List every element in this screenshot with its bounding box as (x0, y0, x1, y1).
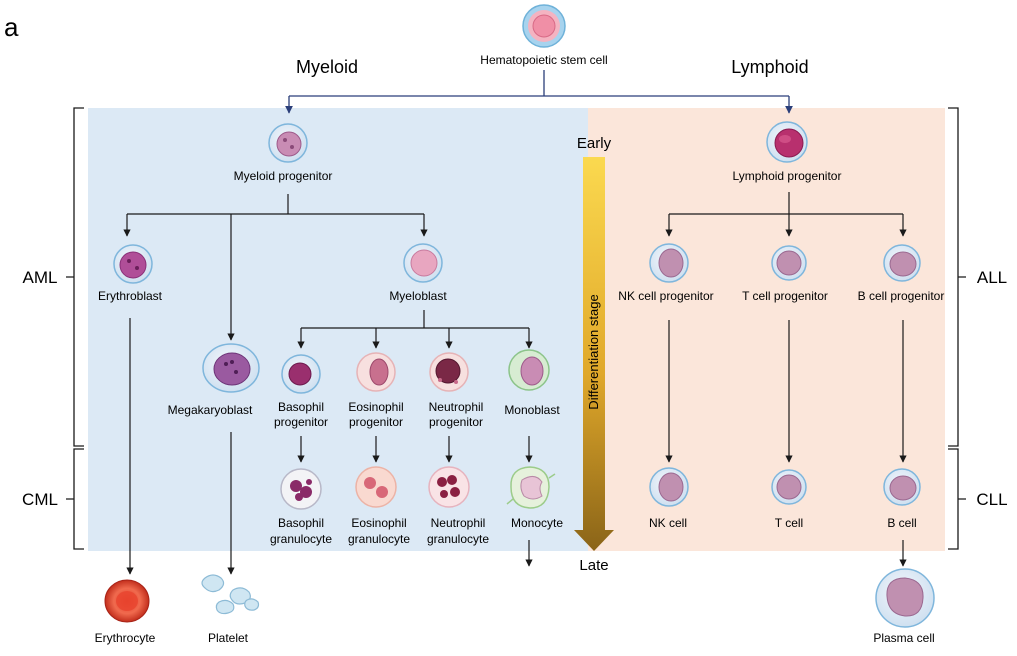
platelet-icon (201, 574, 260, 615)
lymphoid-header: Lymphoid (731, 57, 808, 77)
neutrophil-granulocyte-icon (428, 466, 470, 508)
stage-late-label: Late (579, 557, 608, 574)
monocyte-icon (506, 466, 556, 509)
basophil-granulocyte-icon (280, 468, 322, 510)
erythrocyte-icon (104, 579, 150, 623)
aml-label: AML (23, 268, 58, 287)
myeloid-header: Myeloid (296, 57, 358, 77)
erythroblast-icon (113, 244, 153, 284)
neutrophil-progenitor-label-2: progenitor (429, 415, 483, 429)
eosinophil-granulocyte-icon (355, 466, 397, 508)
cll-label: CLL (976, 490, 1007, 509)
b-cell-progenitor-label: B cell progenitor (858, 289, 945, 303)
myeloblast-icon (403, 243, 443, 283)
myeloid-connectors (123, 194, 533, 575)
eosinophil-progenitor-label-1: Eosinophil (348, 400, 403, 414)
cll-bracket (948, 448, 966, 550)
nk-cell-progenitor-label: NK cell progenitor (618, 289, 713, 303)
lymphoid-progenitor-label: Lymphoid progenitor (733, 169, 842, 183)
stem-cell-label: Hematopoietic stem cell (480, 53, 607, 67)
differentiation-stage-label: Differentiation stage (586, 294, 601, 409)
basophil-granulocyte-label-2: granulocyte (270, 532, 332, 546)
cml-label: CML (22, 490, 58, 509)
megakaryoblast-label: Megakaryoblast (168, 403, 253, 417)
lymphoid-progenitor-icon (766, 121, 808, 163)
lymphoid-connectors (665, 192, 907, 567)
stage-early-label: Early (577, 135, 612, 152)
t-cell-progenitor-icon (771, 245, 807, 281)
erythroblast-label: Erythroblast (98, 289, 163, 303)
monoblast-label: Monoblast (504, 403, 560, 417)
panel-label: a (4, 12, 19, 42)
neutrophil-progenitor-icon (429, 352, 469, 392)
lymphoid-panel (588, 108, 945, 551)
eosinophil-progenitor-icon (356, 352, 396, 392)
erythrocyte-label: Erythrocyte (95, 631, 156, 645)
eosinophil-granulocyte-label-2: granulocyte (348, 532, 410, 546)
megakaryoblast-icon (202, 343, 260, 393)
eosinophil-granulocyte-label-1: Eosinophil (351, 516, 406, 530)
b-cell-progenitor-icon (883, 244, 921, 282)
b-cell-label: B cell (887, 516, 916, 530)
myeloblast-label: Myeloblast (389, 289, 447, 303)
myeloid-progenitor-icon (268, 123, 308, 163)
aml-bracket (66, 107, 84, 447)
b-cell-icon (883, 468, 921, 506)
root-connector (285, 70, 793, 114)
plasma-cell-label: Plasma cell (873, 631, 934, 645)
t-cell-label: T cell (775, 516, 803, 530)
t-cell-icon (771, 469, 807, 505)
nk-cell-label: NK cell (649, 516, 687, 530)
monocyte-label: Monocyte (511, 516, 563, 530)
neutrophil-granulocyte-label-1: Neutrophil (431, 516, 486, 530)
basophil-progenitor-label-1: Basophil (278, 400, 324, 414)
neutrophil-progenitor-label-1: Neutrophil (429, 400, 484, 414)
nk-cell-progenitor-icon (649, 243, 689, 283)
monoblast-icon (508, 349, 550, 391)
basophil-progenitor-label-2: progenitor (274, 415, 328, 429)
basophil-granulocyte-label-1: Basophil (278, 516, 324, 530)
all-label: ALL (977, 268, 1007, 287)
myeloid-progenitor-label: Myeloid progenitor (234, 169, 333, 183)
platelet-label: Platelet (208, 631, 249, 645)
differentiation-stage-arrow (574, 157, 614, 551)
all-bracket (948, 107, 966, 447)
nk-cell-icon (649, 467, 689, 507)
myeloid-panel (88, 108, 588, 551)
basophil-progenitor-icon (281, 354, 321, 394)
neutrophil-granulocyte-label-2: granulocyte (427, 532, 489, 546)
cml-bracket (66, 448, 84, 550)
plasma-cell-icon (875, 568, 935, 628)
t-cell-progenitor-label: T cell progenitor (742, 289, 828, 303)
stem-cell-icon (522, 4, 566, 48)
eosinophil-progenitor-label-2: progenitor (349, 415, 403, 429)
